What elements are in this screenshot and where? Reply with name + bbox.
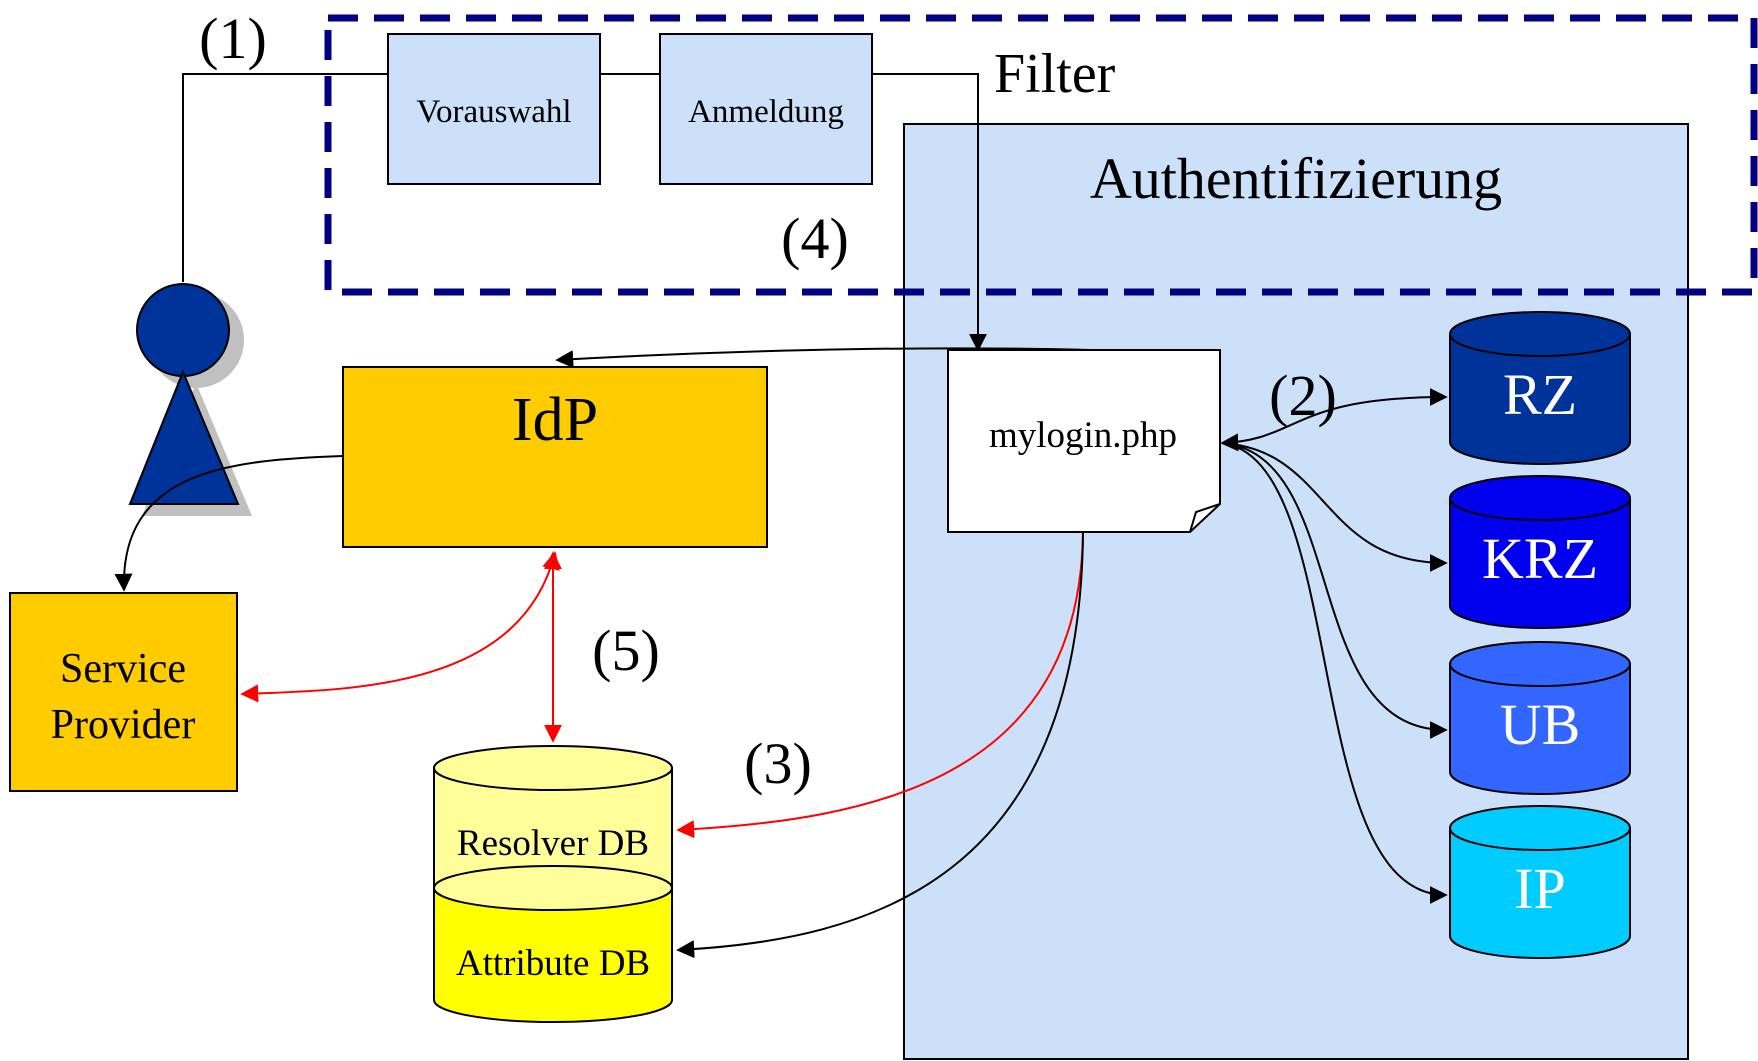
service-provider-label-line1: Service — [60, 646, 186, 692]
mylogin-document-icon — [947, 349, 1221, 533]
db-cylinder-top — [1449, 805, 1631, 851]
arrow-mylogin-to-resolver-red — [676, 531, 1084, 839]
db-label-ub: UB — [1500, 692, 1581, 757]
idp-label: IdP — [512, 386, 598, 454]
db-cylinder-ip: IP — [1449, 805, 1631, 959]
attribute-db-label: Attribute DB — [456, 943, 650, 984]
vorauswahl-label: Vorauswahl — [416, 94, 571, 130]
arrow-to-krz — [1221, 442, 1448, 572]
authentication-databases: RZ KRZ UB IP — [1449, 311, 1631, 959]
authentifizierung-label: Authentifizierung — [1090, 146, 1502, 211]
db-label-krz: KRZ — [1482, 526, 1598, 591]
flow-line-anm-mylogin — [872, 73, 987, 352]
step-1-label: (1) — [199, 6, 267, 71]
db-cylinder-body — [1449, 827, 1631, 959]
db-cylinder-body — [1449, 497, 1631, 629]
mylogin-label: mylogin.php — [989, 415, 1177, 456]
service-provider-box — [9, 592, 238, 792]
resolver-attribute-db — [433, 745, 673, 1023]
user-icon — [128, 283, 252, 516]
anmeldung-label: Anmeldung — [688, 94, 844, 130]
anmeldung-box — [659, 33, 873, 185]
db-cylinder-ub: UB — [1449, 641, 1631, 795]
arrow-idp-to-sp — [114, 455, 344, 592]
filter-label: Filter — [994, 43, 1116, 105]
db-cylinder-top — [1449, 475, 1631, 521]
step-5-label: (5) — [592, 618, 660, 683]
vorauswahl-box — [387, 33, 601, 185]
arrow-idp-sp-red — [240, 551, 560, 703]
arrow-to-rz — [1220, 388, 1448, 452]
db-cylinder-top — [1449, 311, 1631, 357]
db-cylinder-body — [1449, 333, 1631, 465]
step-4-label: (4) — [781, 206, 849, 271]
arrow-to-ub — [1221, 442, 1448, 739]
arrow-to-ip — [1221, 442, 1448, 904]
resolver-db-label: Resolver DB — [457, 823, 649, 864]
db-label-ip: IP — [1514, 856, 1566, 921]
db-cylinder-krz: KRZ — [1449, 475, 1631, 629]
arrow-mylogin-to-idp — [555, 347, 1091, 369]
arrow-mylogin-to-attribute — [676, 531, 1084, 959]
flow-line-1 — [182, 73, 388, 282]
service-provider-label-line2: Provider — [51, 702, 196, 748]
db-cylinder-top — [1449, 641, 1631, 687]
step-2-label: (2) — [1269, 363, 1337, 428]
db-label-rz: RZ — [1503, 362, 1577, 427]
filter-region — [324, 14, 1758, 296]
step-3-label: (3) — [744, 731, 812, 796]
db-cylinder-body — [1449, 663, 1631, 795]
idp-box — [342, 366, 768, 548]
db-cylinder-rz: RZ — [1449, 311, 1631, 465]
